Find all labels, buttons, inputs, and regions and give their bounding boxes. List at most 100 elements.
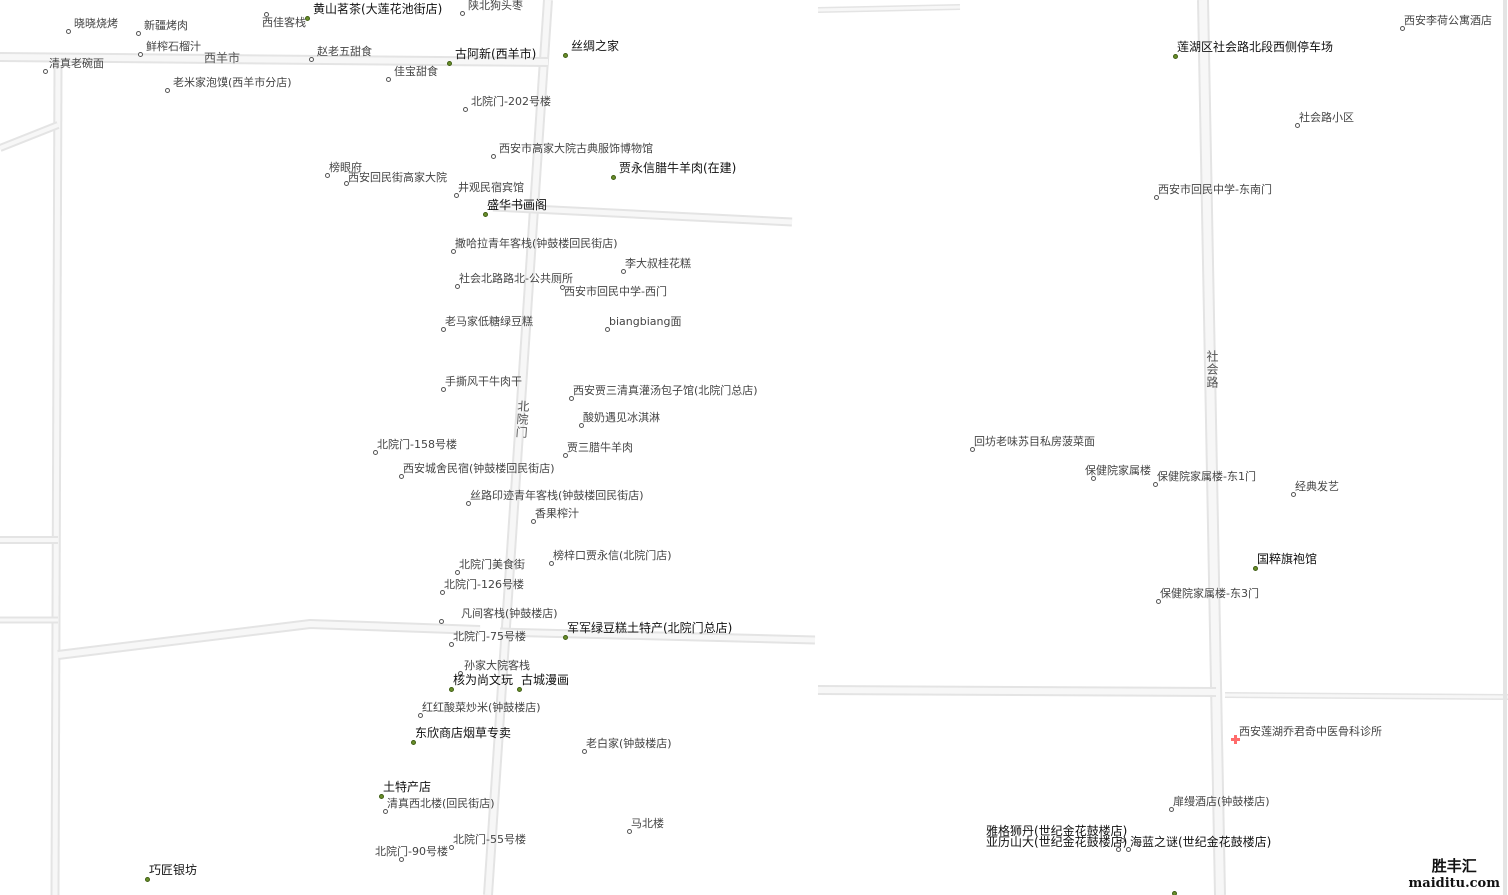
poi-marker [386, 77, 391, 82]
road-label-xiyangshi: 西羊市 [204, 51, 241, 65]
poi-label: 老米家泡馍(西羊市分店) [173, 76, 292, 89]
poi-marker [1091, 476, 1096, 481]
poi-label: 北院门-90号楼 [375, 845, 448, 858]
poi-marker [611, 175, 616, 180]
poi-label: 贾三腊牛羊肉 [567, 441, 633, 454]
poi-label: 鲜榨石榴汁 [146, 40, 201, 53]
poi-marker [379, 794, 384, 799]
poi-marker [1126, 847, 1131, 852]
poi-marker [531, 519, 536, 524]
poi-label: 老白家(钟鼓楼店) [586, 737, 672, 750]
poi-marker [411, 740, 416, 745]
poi-label: 马北楼 [631, 817, 664, 830]
poi-label: 北院门-158号楼 [377, 438, 457, 451]
poi-marker [1120, 838, 1125, 843]
road-label-beiyuanmen: 北院门 [513, 399, 531, 440]
poi-marker [621, 269, 626, 274]
poi-marker [1156, 599, 1161, 604]
poi-marker [325, 173, 330, 178]
poi-label: 佳宝甜食 [394, 65, 438, 78]
poi-label: 保健院家属楼-东3门 [1160, 587, 1259, 600]
poi-label: 亚历山大(世纪金花鼓楼店) [986, 835, 1128, 849]
poi-label: 社会路小区 [1299, 111, 1354, 124]
poi-label: 保健院家属楼-东1门 [1157, 470, 1256, 483]
poi-label: 北院门-126号楼 [444, 578, 524, 591]
poi-label: 回坊老味苏目私房菠菜面 [974, 435, 1095, 448]
poi-label: 雅格狮丹(世纪金花鼓楼店) [986, 824, 1128, 838]
poi-label: 海蓝之谜(世纪金花鼓楼店) [1130, 835, 1272, 849]
poi-label: 香果榨汁 [535, 507, 579, 520]
poi-marker [264, 12, 269, 17]
poi-label: 北院门-202号楼 [471, 95, 551, 108]
poi-marker [563, 453, 568, 458]
poi-label: 北院门美食街 [459, 558, 525, 571]
poi-marker [458, 671, 463, 676]
poi-marker [1173, 54, 1178, 59]
poi-label: 黄山茗茶(大莲花池街店) [313, 2, 443, 16]
poi-marker [1291, 492, 1296, 497]
poi-label: 土特产店 [383, 780, 432, 794]
poi-marker [483, 212, 488, 217]
poi-marker [447, 61, 452, 66]
poi-marker [66, 29, 71, 34]
poi-label: biangbiang面 [609, 315, 682, 328]
poi-label: 手撕风干牛肉干 [445, 375, 522, 388]
poi-label: 核为尚文玩 [453, 673, 514, 687]
poi-marker [1253, 566, 1258, 571]
poi-label: 丝路印迹青年客栈(钟鼓楼回民街店) [470, 489, 644, 502]
poi-label: 保健院家属楼 [1085, 464, 1151, 477]
poi-marker [605, 327, 610, 332]
poi-label: 西安贾三清真灌汤包子馆(北院门总店) [573, 384, 758, 397]
poi-label: 清真西北楼(回民街店) [387, 797, 495, 810]
poi-label: 西佳客栈 [262, 16, 306, 29]
poi-marker [440, 590, 445, 595]
poi-marker [455, 284, 460, 289]
poi-label: 扉缦酒店(钟鼓楼店) [1173, 795, 1270, 808]
poi-marker [136, 31, 141, 36]
poi-label: 清真老碗面 [49, 57, 104, 70]
poi-label: 军军绿豆糕土特产(北院门总店) [567, 621, 733, 635]
poi-label: 赵老五甜食 [317, 45, 372, 58]
poi-marker [463, 107, 468, 112]
poi-marker [1116, 847, 1121, 852]
poi-label: 红红酸菜炒米(钟鼓楼店) [422, 701, 541, 714]
poi-marker [418, 713, 423, 718]
poi-marker [569, 396, 574, 401]
poi-marker [165, 88, 170, 93]
poi-marker [1153, 482, 1158, 487]
poi-marker [549, 561, 554, 566]
poi-marker [460, 11, 465, 16]
poi-label: 北院门-55号楼 [453, 833, 526, 846]
poi-label: 西安莲湖乔君奇中医骨科诊所 [1239, 725, 1382, 738]
poi-marker [455, 570, 460, 575]
poi-label: 酸奶遇见冰淇淋 [583, 411, 660, 424]
poi-label: 李大叔桂花糕 [625, 257, 691, 270]
poi-marker [627, 829, 632, 834]
poi-label: 贾永信腊牛羊肉(在建) [619, 161, 737, 175]
poi-label: 莲湖区社会路北段西侧停车场 [1177, 40, 1334, 54]
poi-marker [309, 57, 314, 62]
poi-marker [1172, 891, 1177, 895]
poi-label: 盛华书画阁 [487, 198, 548, 212]
poi-marker [449, 687, 454, 692]
poi-marker [449, 845, 454, 850]
poi-marker [491, 154, 496, 159]
poi-label: 西安市高家大院古典服饰博物馆 [499, 142, 653, 155]
poi-marker [373, 450, 378, 455]
poi-marker [582, 749, 587, 754]
poi-marker [399, 474, 404, 479]
poi-marker [1295, 123, 1300, 128]
poi-marker [563, 635, 568, 640]
poi-marker [560, 285, 565, 290]
poi-label: 古城漫画 [521, 673, 570, 687]
poi-marker [441, 327, 446, 332]
poi-marker [305, 16, 310, 21]
poi-label: 丝绸之家 [571, 39, 620, 53]
poi-marker [1154, 195, 1159, 200]
poi-label: 北院门-75号楼 [453, 630, 526, 643]
poi-label: 西安市回民中学-东南门 [1158, 183, 1272, 196]
road-label-shehuilu: 社会路 [1205, 350, 1219, 389]
poi-label: 新疆烤肉 [144, 19, 188, 32]
